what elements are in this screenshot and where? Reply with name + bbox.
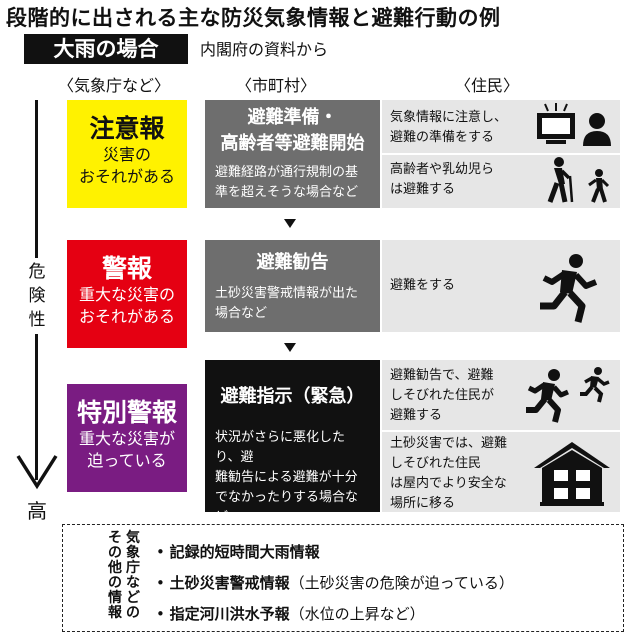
municipality-prepare-desc-line1: 避難経路が通行規制の基 [215, 165, 359, 180]
municipality-order-desc-line2: 難勧告による避難が十分 [215, 470, 358, 485]
column-header-municipality: 〈市町村〉 [236, 76, 317, 95]
other-info-item-title: 土砂災害警戒情報 [169, 574, 290, 592]
other-info-item: • 指定河川洪水予報（水位の上昇など） [156, 603, 425, 624]
residents-level2-action: 避難をする [390, 278, 456, 293]
level-special-warning-title: 特別警報 [76, 398, 177, 427]
column-header-residents: 〈住民〉 [455, 76, 520, 95]
residents-level3-action1-line1: 避難勧告で、避難 [390, 368, 494, 383]
municipality-prepare-title-line1: 避難準備・ [247, 107, 338, 128]
other-info-item: • 記録的短時間大雨情報 [156, 541, 320, 562]
residents-level1-action2-line2: は避難する [390, 182, 456, 197]
other-info-item-title: 指定河川洪水予報 [169, 605, 290, 623]
elderly-and-child-walking-icon [547, 157, 610, 203]
municipality-prepare-desc-line2: 準を超えそうな場合など [215, 185, 359, 200]
other-info-item-title: 記録的短時間大雨情報 [169, 543, 320, 561]
residents-level3-action1-line3: 避難する [390, 408, 443, 423]
level-advisory-desc-line2: おそれがある [78, 167, 175, 186]
level-warning-desc-line2: おそれがある [78, 307, 175, 326]
bullet-icon: • [156, 605, 165, 623]
residents-divider [382, 430, 620, 432]
municipality-order-title: 避難指示（緊急） [220, 386, 365, 407]
municipality-prepare-title-line2: 高齢者等避難開始 [220, 133, 365, 154]
residents-level3-action2-line4: 場所に移る [390, 496, 456, 511]
residents-divider [382, 153, 620, 155]
flow-arrow-down-icon [284, 219, 296, 228]
level-warning-title: 警報 [101, 254, 152, 283]
municipality-advisory-title: 避難勧告 [256, 252, 329, 273]
residents-level3-action1: 避難勧告で、避難 しそびれた住民が 避難する [390, 366, 494, 426]
residents-level3-box: 避難勧告で、避難 しそびれた住民が 避難する 土砂災害では、避難 しそびれた住民… [382, 360, 620, 512]
residents-level1-action2: 高齢者や乳幼児ら は避難する [390, 160, 494, 200]
level-advisory-title: 注意報 [89, 114, 165, 143]
danger-label: 危険性 [26, 258, 48, 334]
scenario-badge: 大雨の場合 [24, 34, 188, 64]
bullet-icon: • [156, 574, 165, 592]
residents-level1-box: 気象情報に注意し、 避難の準備をする 高齢者や乳幼児ら は避難する [382, 100, 620, 208]
municipality-advisory-desc-line1: 土砂災害警戒情報が出た [215, 286, 359, 301]
danger-axis-arrowhead-icon [16, 455, 58, 490]
other-info-label-col1: 気象庁などの [126, 530, 140, 621]
residents-level3-action2-line2: しそびれた住民 [390, 456, 482, 471]
municipality-order-box: 避難指示（緊急） 状況がさらに悪化したり、避 難勧告による避難が十分 でなかった… [205, 360, 380, 525]
level-warning-desc-line1: 重大な災害の [78, 285, 175, 304]
municipality-order-desc-line3: でなかったりする場合など [215, 490, 359, 525]
municipality-prepare-box: 避難準備・ 高齢者等避難開始 避難経路が通行規制の基 準を超えそうな場合など [205, 100, 380, 208]
level-special-warning-box: 特別警報 重大な災害が 迫っている [67, 384, 187, 492]
column-header-agency: 〈気象庁など〉 [58, 76, 171, 95]
other-info-item-detail: （土砂災害の危険が迫っている） [289, 574, 514, 592]
page-title: 段階的に出される主な防災気象情報と避難行動の例 [6, 6, 501, 30]
residents-level3-action2: 土砂災害では、避難 しそびれた住民 は屋内でより安全な 場所に移る [390, 434, 507, 514]
level-warning-box: 警報 重大な災害の おそれがある [67, 240, 187, 348]
running-person-icon [540, 254, 598, 323]
flow-arrow-down-icon [284, 343, 296, 352]
residents-level3-action2-line1: 土砂災害では、避難 [390, 436, 508, 451]
residents-level1-action1-line2: 避難の準備をする [390, 130, 495, 145]
other-info-item: • 土砂災害警戒情報（土砂災害の危険が迫っている） [156, 572, 514, 593]
residents-level2-box: 避難をする [382, 240, 620, 332]
level-special-warning-desc-line2: 迫っている [87, 451, 167, 470]
danger-high-label: 高 [27, 499, 47, 523]
residents-level1-action1-line1: 気象情報に注意し、 [390, 110, 508, 125]
other-info-box: 気象庁などの その他の情報 [62, 524, 624, 632]
residents-level1-action2-line1: 高齢者や乳幼児ら [390, 162, 495, 177]
municipality-order-desc-line1: 状況がさらに悪化したり、避 [215, 430, 346, 465]
level-special-warning-desc-line1: 重大な災害が [78, 429, 175, 448]
municipality-advisory-box: 避難勧告 土砂災害警戒情報が出た 場合など [205, 240, 380, 332]
source-note: 内閣府の資料から [200, 40, 329, 59]
municipality-advisory-desc-line2: 場合など [215, 306, 268, 321]
danger-label-text: 危険性 [28, 262, 46, 330]
residents-level3-action1-line2: しそびれた住民が [390, 388, 495, 403]
level-advisory-desc-line1: 災害の [102, 145, 151, 164]
other-info-label-col2: その他の情報 [108, 530, 122, 621]
level-advisory-box: 注意報 災害の おそれがある [67, 100, 187, 208]
other-info-item-detail: （水位の上昇など） [289, 605, 425, 623]
two-running-persons-icon [526, 367, 610, 423]
tv-and-person-icon [537, 103, 611, 146]
house-icon [534, 442, 610, 506]
residents-level3-action2-line3: は屋内でより安全な [390, 476, 507, 491]
bullet-icon: • [156, 543, 165, 561]
residents-level1-action1: 気象情報に注意し、 避難の準備をする [390, 108, 507, 148]
